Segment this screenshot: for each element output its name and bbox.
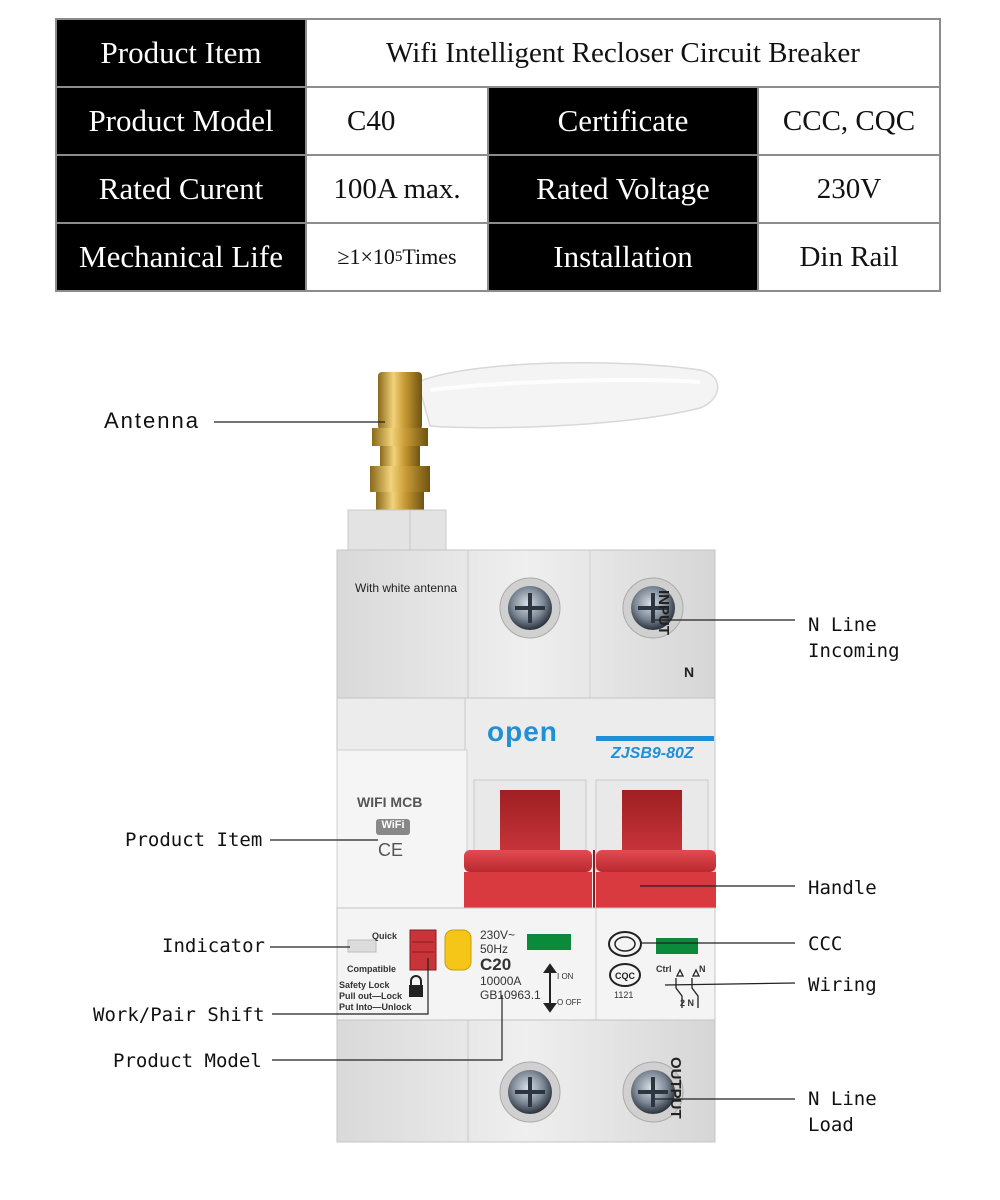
work-pair-switch[interactable] <box>409 929 437 971</box>
spec-value-installation: Din Rail <box>759 224 939 290</box>
yellow-button[interactable] <box>444 929 472 971</box>
wifi-mcb-title: WIFI MCB <box>357 794 423 810</box>
n-terminal-label: N <box>684 664 695 680</box>
pull-out-label: Pull out—Lock <box>339 991 402 1001</box>
mechanical-life-prefix: ≥1×10 <box>337 244 395 269</box>
spec-label-rated-current: Rated Curent <box>57 156 305 222</box>
callout-ccc: CCC <box>808 933 843 955</box>
callout-product-model: Product Model <box>113 1050 262 1072</box>
wiring-ctrl-label: Ctrl <box>656 964 672 974</box>
spec-label-mechanical-life: Mechanical Life <box>57 224 305 290</box>
spec-value-rated-voltage: 230V <box>759 156 939 222</box>
wiring-bottom-label: 2 N <box>680 998 695 1008</box>
brand-text: open <box>487 716 558 747</box>
safety-lock-text: Safety Lock Pull out—Lock Put Into—Unloc… <box>339 980 412 1013</box>
voltage-label: 230V~ <box>480 928 516 942</box>
callout-handle: Handle <box>808 877 877 899</box>
mechanical-life-exponent: 5 <box>394 248 403 265</box>
cqc-number: 1121 <box>614 990 634 1000</box>
svg-text:CQC: CQC <box>615 971 636 981</box>
mechanical-life-suffix: Times <box>402 244 457 269</box>
spec-table: Product Item Wifi Intelligent Recloser C… <box>55 18 941 292</box>
antenna-note: With white antenna <box>355 581 458 595</box>
output-label: OUTPUT <box>667 1057 684 1119</box>
brand-logo: open <box>487 716 558 748</box>
callout-product-item: Product Item <box>125 829 263 851</box>
callout-lines <box>214 421 796 1100</box>
spec-label-product-model: Product Model <box>57 88 305 154</box>
cqc-mark-icon: CQC <box>609 963 641 987</box>
spec-value-rated-current: 100A max. <box>307 156 487 222</box>
lock-icon <box>409 975 423 997</box>
callout-n-line-incoming: N Line Incoming <box>808 614 900 662</box>
compatible-label: Compatible <box>347 964 397 974</box>
callout-n-line-load: N Line Load <box>808 1088 877 1136</box>
wiring-n-label: N <box>699 964 706 974</box>
standard-label: GB10963.1 <box>480 988 541 1002</box>
on-off-arrow-icon <box>543 963 557 1013</box>
spec-label-certificate: Certificate <box>489 88 757 154</box>
spec-value-certificate: CCC, CQC <box>759 88 939 154</box>
callout-indicator: Indicator <box>162 935 265 957</box>
model-code: ZJSB9-80Z <box>611 745 694 762</box>
off-label: O OFF <box>557 998 582 1007</box>
spec-label-installation: Installation <box>489 224 757 290</box>
indicator-light-1 <box>527 934 571 950</box>
callout-wiring: Wiring <box>808 974 877 996</box>
product-illustration: CQC <box>0 330 1000 1200</box>
frequency-label: 50Hz <box>480 942 509 956</box>
on-label: I ON <box>557 972 574 981</box>
ce-mark: CE <box>378 840 404 860</box>
wiring-diagram-icon <box>675 968 701 1008</box>
spec-label-product-item: Product Item <box>57 20 305 86</box>
spec-value-product-model: C40 <box>307 88 487 154</box>
wifi-badge: WiFi <box>381 819 405 831</box>
rating-label: C20 <box>480 955 512 974</box>
indicator-light-2 <box>656 938 698 954</box>
antenna <box>370 361 719 510</box>
spec-label-rated-voltage: Rated Voltage <box>489 156 757 222</box>
put-into-label: Put Into—Unlock <box>339 1002 412 1012</box>
input-label: INPUT <box>655 590 672 635</box>
callout-antenna: Antenna <box>104 408 200 433</box>
ccc-mark-icon <box>608 931 642 957</box>
handle[interactable] <box>464 779 716 908</box>
breaking-capacity-label: 10000A <box>480 974 522 988</box>
safety-lock-label: Safety Lock <box>339 980 390 990</box>
ratings-block: 230V~ 50Hz C20 10000A GB10963.1 <box>480 928 541 1002</box>
spec-value-product-item: Wifi Intelligent Recloser Circuit Breake… <box>307 20 939 86</box>
callout-work-pair-shift: Work/Pair Shift <box>93 1004 265 1026</box>
indicator-window <box>347 939 377 953</box>
quick-label: Quick <box>372 931 398 941</box>
breaker-drawing: CQC <box>214 361 796 1143</box>
